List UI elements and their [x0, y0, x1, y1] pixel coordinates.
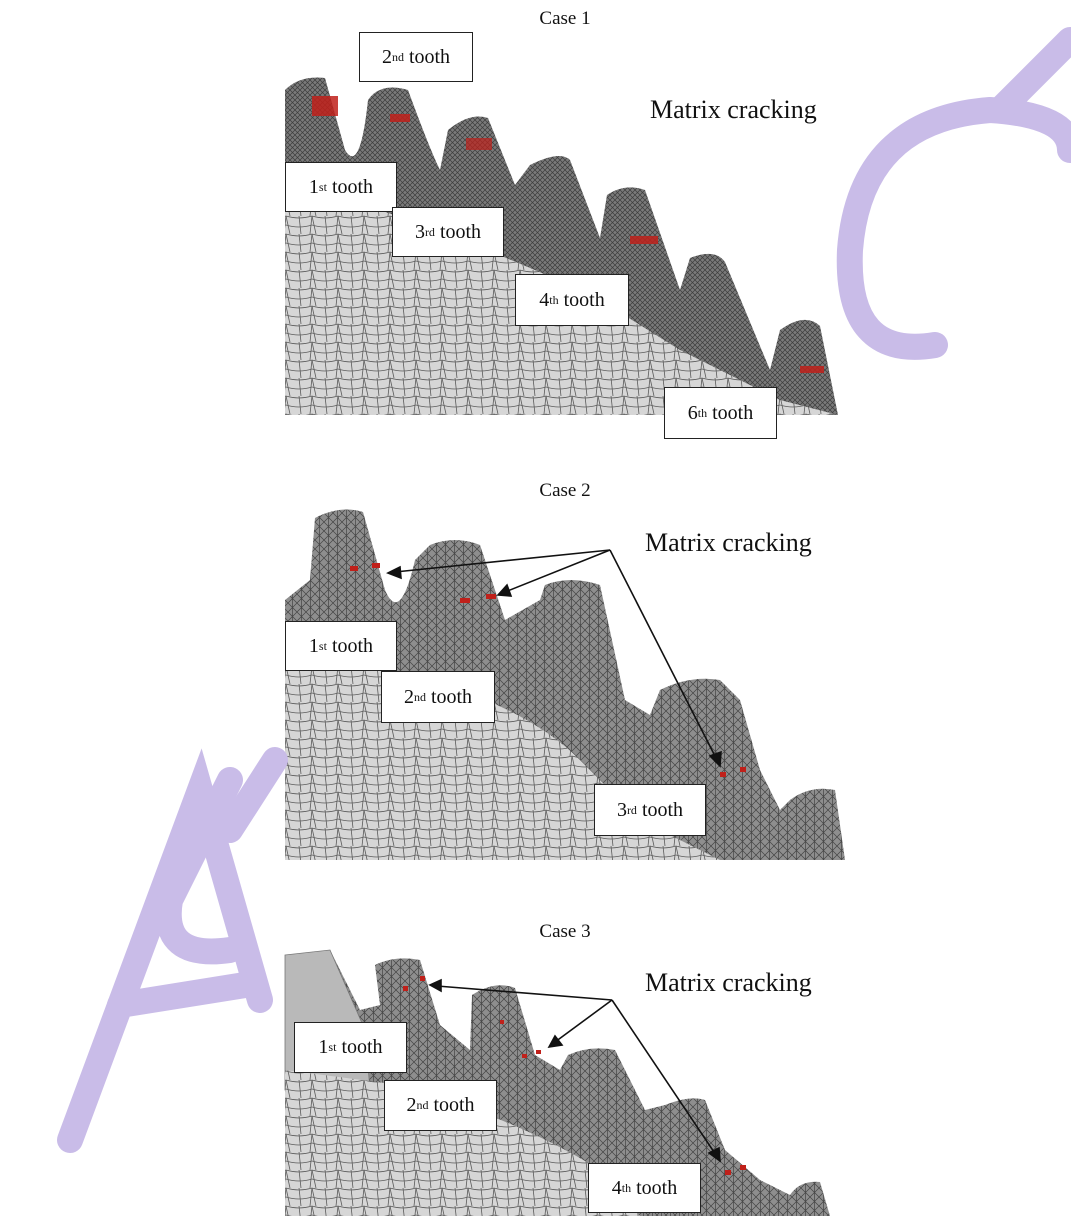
case-2-matrix-cracking-label: Matrix cracking — [645, 528, 812, 557]
case-2-arrows — [386, 549, 722, 768]
case-1-gear — [285, 77, 838, 415]
case-3-arrows — [428, 978, 721, 1163]
case-2-gear — [285, 509, 845, 860]
case-2-title: Case 2 — [539, 480, 591, 501]
case-3-title: Case 3 — [539, 921, 591, 942]
case-3-matrix-cracking-label: Matrix cracking — [645, 968, 812, 997]
case-1-matrix-cracking-label: Matrix cracking — [650, 95, 817, 124]
case-1-title: Case 1 — [539, 8, 591, 29]
